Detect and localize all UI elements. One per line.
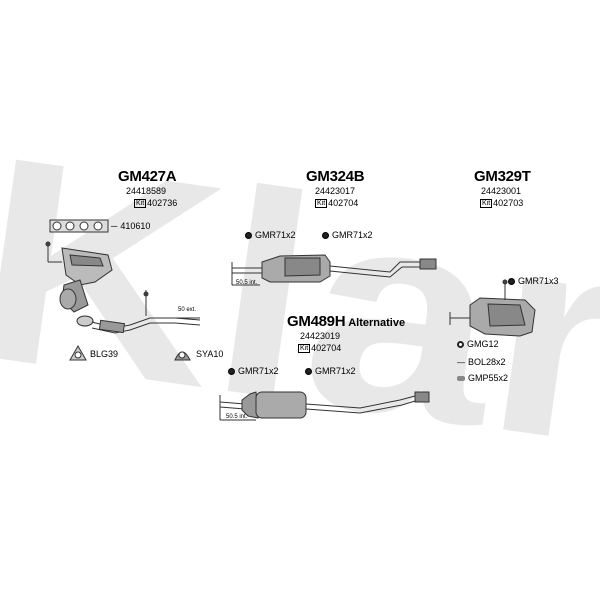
front-pipe-drawing <box>76 290 201 334</box>
bolt-icon: — <box>457 357 465 367</box>
kit-label: Kit <box>480 198 493 208</box>
part-label-gmr71x2-b: GMR71x2 <box>322 230 373 240</box>
rubber-mount-icon <box>322 231 329 239</box>
part-label-gmr71x3: GMR71x3 <box>508 276 559 286</box>
gasket-ring-icon <box>457 340 464 348</box>
group-heading-gm489h: GM489H Alternative <box>287 313 405 330</box>
rubber-mount-icon <box>228 367 235 375</box>
kit-label: Kit <box>134 198 147 208</box>
alternative-silencer-drawing <box>219 391 430 421</box>
part-label-gmg12: GMG12 <box>457 339 499 349</box>
dimension-label-gm324b: 50.5 int. <box>236 280 258 286</box>
oem-number-gm427a: 24418589 <box>126 186 167 196</box>
oem-number-gm329t: 24423001 <box>481 186 522 196</box>
part-label-gmr71x2-a: GMR71x2 <box>245 230 296 240</box>
group-code-gm329t: GM329T <box>474 168 531 185</box>
group-code-gm427a: GM427A <box>118 168 177 185</box>
dimension-label-gm427a: 50 ext. <box>178 307 197 313</box>
catalytic-manifold-drawing <box>45 241 113 313</box>
dimension-label-gm489h: 50.5 int. <box>226 414 248 420</box>
oem-number-gm489h: 24423019 <box>300 331 341 341</box>
gasket-set-icon: ─ <box>111 221 118 231</box>
rear-silencer-drawing <box>449 279 536 337</box>
rubber-mount-icon <box>508 277 515 285</box>
spring-icon <box>457 375 465 381</box>
group-code-gm324b: GM324B <box>306 168 365 185</box>
clamp-drawing <box>174 351 191 361</box>
kit-number-gm329t: Kit 402703 <box>480 198 524 208</box>
gasket-ring-drawing <box>69 344 87 361</box>
gasket-set-drawing <box>49 219 109 233</box>
kit-number-gm324b: Kit 402704 <box>315 198 359 208</box>
alternative-tag: Alternative <box>348 317 406 329</box>
part-label-blg39: BLG39 <box>90 349 119 359</box>
middle-silencer-drawing <box>231 254 437 286</box>
kit-label: Kit <box>298 343 311 353</box>
group-code-gm489h: GM489H <box>287 313 346 330</box>
kit-number-gm489h: Kit 402704 <box>298 343 342 353</box>
part-label-gmr71x2-c: GMR71x2 <box>228 366 279 376</box>
kit-label: Kit <box>315 198 328 208</box>
part-label-410610: ─ 410610 <box>111 221 151 231</box>
oem-number-gm324b: 24423017 <box>315 186 356 196</box>
rubber-mount-icon <box>245 231 252 239</box>
kit-number-gm427a: Kit 402736 <box>134 198 178 208</box>
rubber-mount-icon <box>305 367 312 375</box>
part-label-gmr71x2-d: GMR71x2 <box>305 366 356 376</box>
part-label-gmp55x2: GMP55x2 <box>457 373 508 383</box>
part-label-sya10: SYA10 <box>196 349 224 359</box>
part-label-bol28x2: — BOL28x2 <box>457 357 506 367</box>
